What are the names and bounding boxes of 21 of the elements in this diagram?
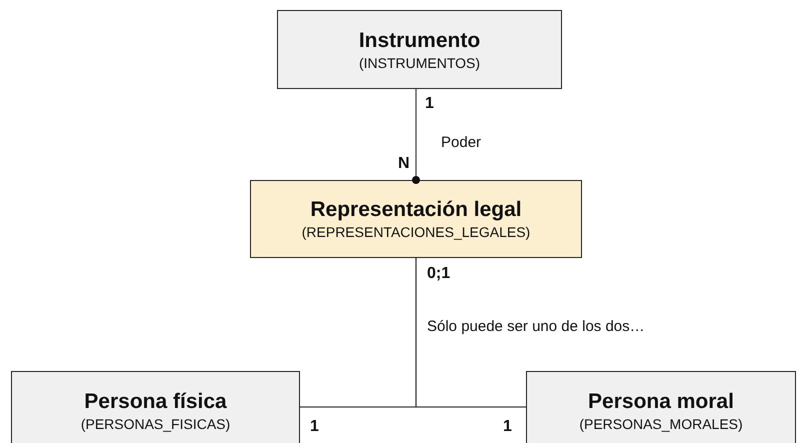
relationship-line	[412, 89, 420, 184]
table-name: (PERSONAS_MORALES)	[579, 416, 743, 432]
cardinality-label: 0;1	[427, 265, 450, 283]
entity-name: Persona física	[84, 390, 227, 414]
entity-box	[526, 371, 796, 443]
entity-box	[277, 10, 562, 89]
cardinality-label: 1	[503, 418, 512, 436]
table-name: (PERSONAS_FISICAS)	[80, 416, 230, 432]
relationship-line	[415, 258, 526, 408]
entity-name: Representación legal	[310, 198, 522, 222]
entity-name: Instrumento	[358, 28, 480, 52]
edge-label: Poder	[441, 134, 482, 151]
entity-box	[11, 371, 300, 443]
table-name: (INSTRUMENTOS)	[358, 54, 480, 70]
entity-name: Persona moral	[588, 390, 734, 414]
note-text: Sólo puede ser uno de los dos…	[427, 318, 645, 335]
cardinality-label: N	[398, 155, 410, 173]
entity-box	[250, 180, 582, 258]
cardinality-label: 1	[425, 95, 434, 113]
cardinality-label: 1	[310, 418, 319, 436]
table-name: (REPRESENTACIONES_LEGALES)	[302, 224, 530, 240]
